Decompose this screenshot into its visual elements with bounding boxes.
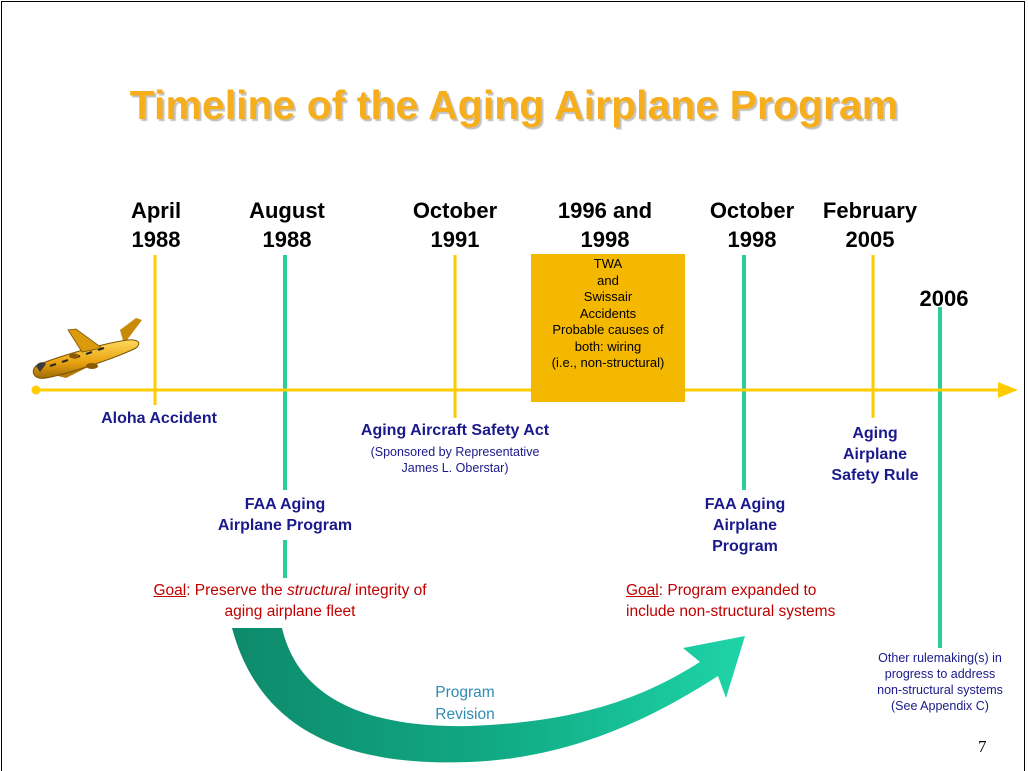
page-number: 7 [978, 737, 987, 756]
date-february-2005: February 2005 [822, 198, 918, 252]
event-aging-airplane-safety-rule: Aging Airplane Safety Rule [831, 425, 919, 484]
goal-1998-text: : Program expanded to include non-struct… [626, 582, 836, 620]
event-other-rulemaking: Other rulemaking(s) in progress to addre… [877, 651, 1003, 713]
goal-1988-text-a: : Preserve the [186, 582, 287, 599]
event-safety-act-sponsor: (Sponsored by Representative James L. Ob… [370, 445, 540, 475]
airplane-icon [32, 318, 142, 379]
slide-title: Timeline of the Aging Airplane Program [129, 82, 899, 128]
timeline-arrowhead [998, 382, 1018, 398]
goal-1988: Goal: Preserve the structural integrity … [150, 580, 430, 622]
goal-1988-prefix: Goal [153, 582, 187, 599]
event-faa-program-1988: FAA Aging Airplane Program [217, 496, 353, 534]
event-faa-program-1998: FAA Aging Airplane Program [704, 496, 786, 555]
date-august-1988: August 1988 [249, 198, 325, 252]
goal-1988-text-b: integrity of aging airplane fleet [224, 582, 427, 620]
timeline-start-dot [31, 385, 41, 395]
event-aging-aircraft-safety-act: Aging Aircraft Safety Act [360, 422, 550, 439]
date-april-1988: April 1988 [130, 198, 182, 252]
goal-1988-emphasis: structural [286, 582, 351, 599]
program-revision-label: Program Revision [435, 684, 495, 723]
date-2006: 2006 [919, 286, 969, 311]
goal-1998: Goal: Program expanded to include non-st… [626, 580, 866, 622]
date-october-1998: October 1998 [709, 198, 795, 252]
goal-1998-prefix: Goal [626, 582, 659, 599]
program-revision-arrow [232, 628, 745, 763]
date-october-1991: October 1991 [412, 198, 498, 252]
event-aloha-accident: Aloha Accident [101, 410, 217, 427]
accidents-box: TWA and Swissair Accidents Probable caus… [531, 254, 685, 402]
date-1996-and-1998: 1996 and 1998 [557, 198, 653, 252]
